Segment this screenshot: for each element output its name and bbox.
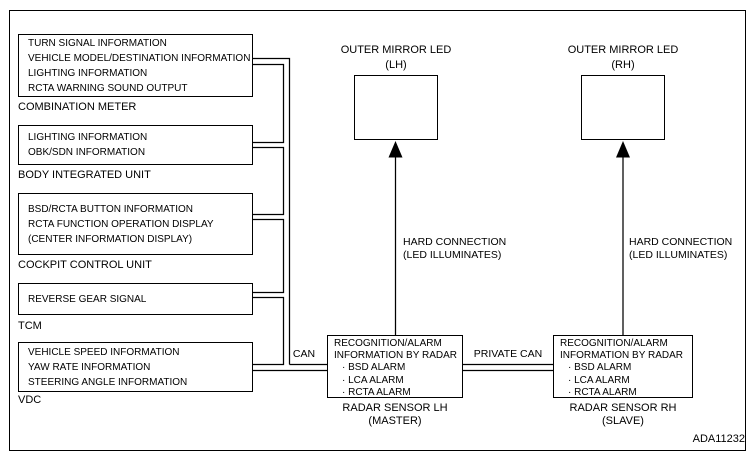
arrow-up-icon (616, 141, 630, 158)
outer-mirror-led-lh-title: OUTER MIRROR LED (LH) (326, 43, 466, 72)
figure-code: ADA11232 (692, 433, 745, 445)
alarm-item: · BSD ALARM (342, 362, 406, 374)
radar-info-text: INFORMATION BY RADAR (334, 350, 457, 362)
signal-text: VEHICLE SPEED INFORMATION (28, 346, 180, 358)
signal-text: BSD/RCTA BUTTON INFORMATION (28, 203, 194, 215)
radar-sensor-rh-label: RADAR SENSOR RH (SLAVE) (553, 402, 693, 428)
can-bus-line (251, 296, 285, 366)
alarm-item: · RCTA ALARM (342, 386, 411, 398)
led-title-text: OUTER MIRROR LED (567, 44, 679, 56)
radar-role-text: (MASTER) (368, 415, 422, 427)
radar-name-text: RADAR SENSOR LH (342, 402, 448, 414)
arrow-up-icon (388, 141, 403, 158)
led-title-text: OUTER MIRROR LED (340, 44, 452, 56)
hard-connection-text: (LED ILLUMINATES) (403, 248, 502, 261)
tcm-box: REVERSE GEAR SIGNAL (18, 283, 253, 315)
signal-text: STEERING ANGLE INFORMATION (28, 376, 188, 388)
can-bus-line (251, 57, 291, 365)
combination-meter-box: TURN SIGNAL INFORMATION VEHICLE MODEL/DE… (18, 34, 253, 97)
hard-connection-text: HARD CONNECTION (403, 236, 507, 248)
outer-mirror-led-rh-title: OUTER MIRROR LED (RH) (553, 43, 693, 72)
signal-text: TURN SIGNAL INFORMATION (28, 37, 167, 49)
combination-meter-label: COMBINATION METER (18, 101, 137, 113)
can-bus-line (251, 218, 285, 294)
alarm-item: · BSD ALARM (568, 362, 632, 374)
signal-text: REVERSE GEAR SIGNAL (28, 293, 147, 305)
alarm-item: · LCA ALARM (568, 374, 630, 386)
signal-text: LIGHTING INFORMATION (28, 132, 148, 143)
hard-connection-label-lh: HARD CONNECTION (LED ILLUMINATES) (403, 236, 506, 261)
can-bus-line (251, 63, 285, 144)
vdc-box: VEHICLE SPEED INFORMATION YAW RATE INFOR… (18, 342, 253, 392)
hard-connection-label-rh: HARD CONNECTION (LED ILLUMINATES) (629, 236, 732, 261)
cockpit-control-unit-label: COCKPIT CONTROL UNIT (18, 259, 152, 271)
radar-info-text: RECOGNITION/ALARM (560, 338, 668, 349)
outer-mirror-led-rh-box (581, 75, 665, 140)
signal-text: RCTA WARNING SOUND OUTPUT (28, 82, 188, 94)
signal-text: YAW RATE INFORMATION (28, 361, 151, 373)
outer-mirror-led-lh-box (354, 75, 438, 140)
private-can-line (461, 363, 555, 372)
led-side-text: (RH) (611, 58, 635, 71)
radar-info-text: RECOGNITION/ALARM (334, 338, 442, 349)
can-bus-line (251, 146, 285, 216)
signal-text: RCTA FUNCTION OPERATION DISPLAY (28, 218, 214, 230)
can-label: CAN (292, 348, 316, 360)
diagram-border (9, 10, 746, 451)
radar-sensor-rh-box: RECOGNITION/ALARM INFORMATION BY RADAR ·… (553, 335, 693, 398)
signal-text: OBK/SDN INFORMATION (28, 147, 146, 158)
radar-sensor-lh-label: RADAR SENSOR LH (MASTER) (327, 402, 463, 428)
hard-connection-text: (LED ILLUMINATES) (629, 248, 728, 261)
alarm-item: · RCTA ALARM (568, 386, 637, 398)
radar-role-text: (SLAVE) (602, 415, 644, 427)
radar-info-text: INFORMATION BY RADAR (560, 350, 683, 362)
private-can-label: PRIVATE CAN (473, 348, 543, 360)
body-integrated-unit-label: BODY INTEGRATED UNIT (18, 169, 151, 181)
cockpit-control-unit-box: BSD/RCTA BUTTON INFORMATION RCTA FUNCTIO… (18, 193, 253, 255)
radar-name-text: RADAR SENSOR RH (569, 402, 677, 414)
hard-connection-text: HARD CONNECTION (629, 236, 733, 248)
signal-text: LIGHTING INFORMATION (28, 67, 148, 79)
signal-text: (CENTER INFORMATION DISPLAY) (28, 233, 193, 245)
alarm-item: · LCA ALARM (342, 374, 404, 386)
signal-text: VEHICLE MODEL/DESTINATION INFORMATION (28, 52, 251, 64)
radar-sensor-lh-box: RECOGNITION/ALARM INFORMATION BY RADAR ·… (327, 335, 463, 398)
led-side-text: (LH) (385, 58, 407, 71)
tcm-label: TCM (18, 320, 42, 332)
vdc-label: VDC (18, 394, 42, 406)
body-integrated-unit-box: LIGHTING INFORMATION OBK/SDN INFORMATION (18, 125, 253, 165)
